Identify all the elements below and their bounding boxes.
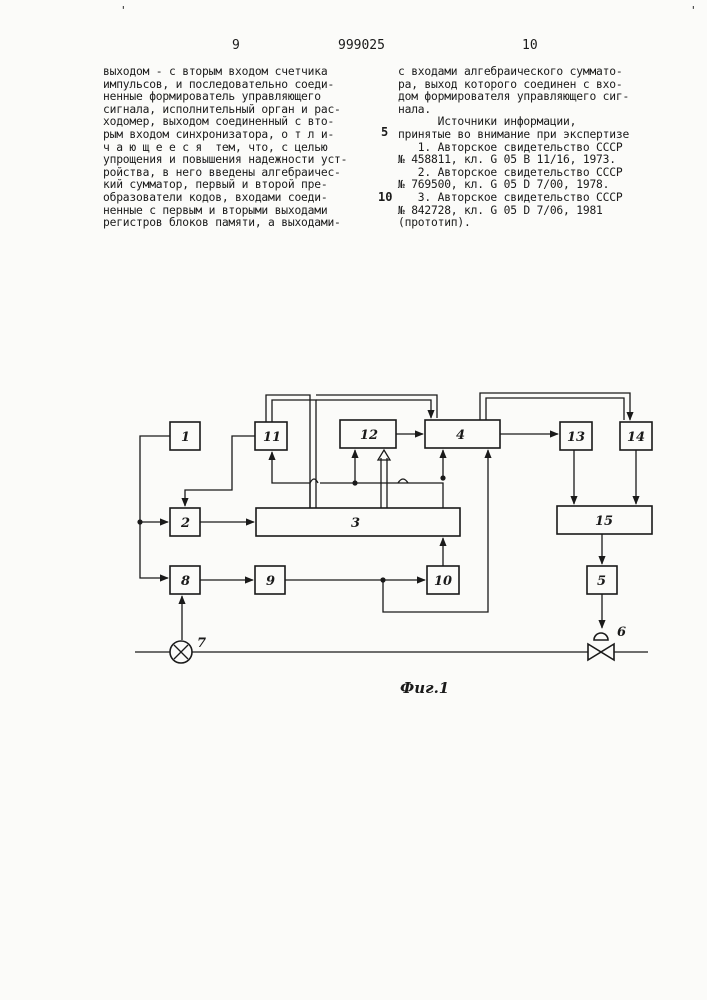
- block-11-label: 11: [263, 430, 281, 445]
- block-15: 15: [557, 506, 652, 534]
- figure-caption: Фиг.1: [400, 679, 449, 697]
- valve-label: 6: [617, 625, 626, 640]
- block-1-label: 1: [181, 430, 190, 445]
- block-5-label: 5: [597, 574, 606, 589]
- block-1: 1: [170, 422, 200, 450]
- block-10: 10: [427, 566, 459, 594]
- block-8-label: 8: [181, 574, 190, 589]
- block-12-label: 12: [360, 428, 378, 443]
- block-4-label: 4: [456, 428, 465, 443]
- control-valve-6: 6: [588, 625, 626, 660]
- block-13: 13: [560, 422, 592, 450]
- block-10-label: 10: [434, 574, 452, 589]
- block-9: 9: [255, 566, 285, 594]
- sensor-label: 7: [197, 636, 206, 651]
- block-15-label: 15: [595, 514, 613, 529]
- block-2-label: 2: [180, 516, 190, 531]
- block-2: 2: [170, 508, 200, 536]
- block-13-label: 13: [567, 430, 585, 445]
- flow-sensor-7: 7: [170, 636, 206, 663]
- block-3-label: 3: [351, 516, 360, 531]
- block-14-label: 14: [627, 430, 645, 445]
- block-3: 3: [256, 508, 460, 536]
- block-14: 14: [620, 422, 652, 450]
- block-4: 4: [425, 420, 500, 448]
- block-11: 11: [255, 422, 287, 450]
- block-8: 8: [170, 566, 200, 594]
- block-12: 12: [340, 420, 396, 448]
- block-9-label: 9: [266, 574, 275, 589]
- block-5: 5: [587, 566, 617, 594]
